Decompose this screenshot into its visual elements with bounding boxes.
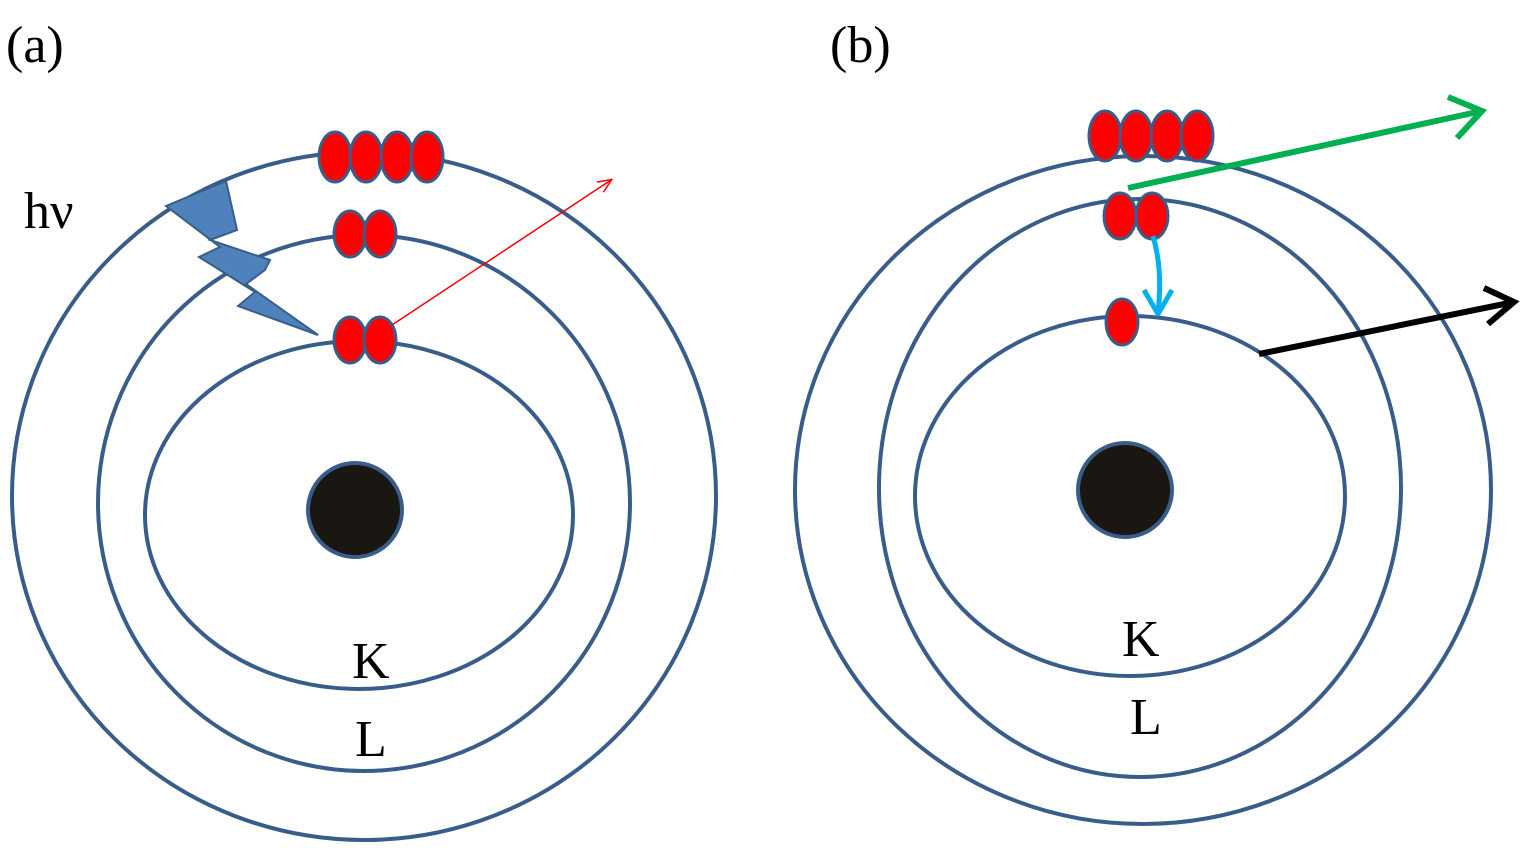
shell-label-l-b: L	[1130, 689, 1162, 746]
nucleus-b	[1076, 441, 1174, 539]
electron	[409, 130, 445, 184]
electron	[317, 130, 353, 184]
electron	[1102, 191, 1138, 241]
lightning-bolt-icon	[164, 179, 319, 336]
shell-label-k-a: K	[352, 633, 390, 690]
transition-arrow	[1141, 235, 1175, 317]
fluorescence-arrow	[1258, 285, 1520, 357]
panel-a: (a) hν K L	[6, 17, 718, 842]
electron	[1087, 109, 1123, 163]
electron	[1104, 297, 1140, 347]
l-shell-electrons-a	[332, 209, 398, 259]
shell-label-l-a: L	[355, 711, 387, 768]
k-shell-electrons-a	[332, 315, 398, 365]
electron	[1118, 109, 1154, 163]
electron	[348, 130, 384, 184]
outer-shell-electrons-a	[317, 130, 445, 184]
panel-b: (b)	[793, 17, 1520, 826]
k-shell-electrons-b	[1104, 297, 1140, 347]
electron	[1179, 109, 1215, 163]
outer-shell-electrons-b	[1087, 109, 1215, 163]
auger-electron-arrow	[1127, 94, 1488, 191]
electron	[362, 315, 398, 365]
nucleus-a	[306, 461, 404, 559]
panel-b-label: (b)	[830, 17, 891, 74]
electron	[332, 209, 368, 259]
panel-a-label: (a)	[6, 17, 64, 74]
electron	[1149, 109, 1185, 163]
electron	[379, 130, 415, 184]
shell-label-k-b: K	[1122, 611, 1160, 668]
photoelectron-arrow	[391, 180, 611, 326]
electron	[1134, 191, 1170, 241]
electron	[362, 209, 398, 259]
electron	[332, 315, 368, 365]
photon-label: hν	[24, 183, 74, 240]
